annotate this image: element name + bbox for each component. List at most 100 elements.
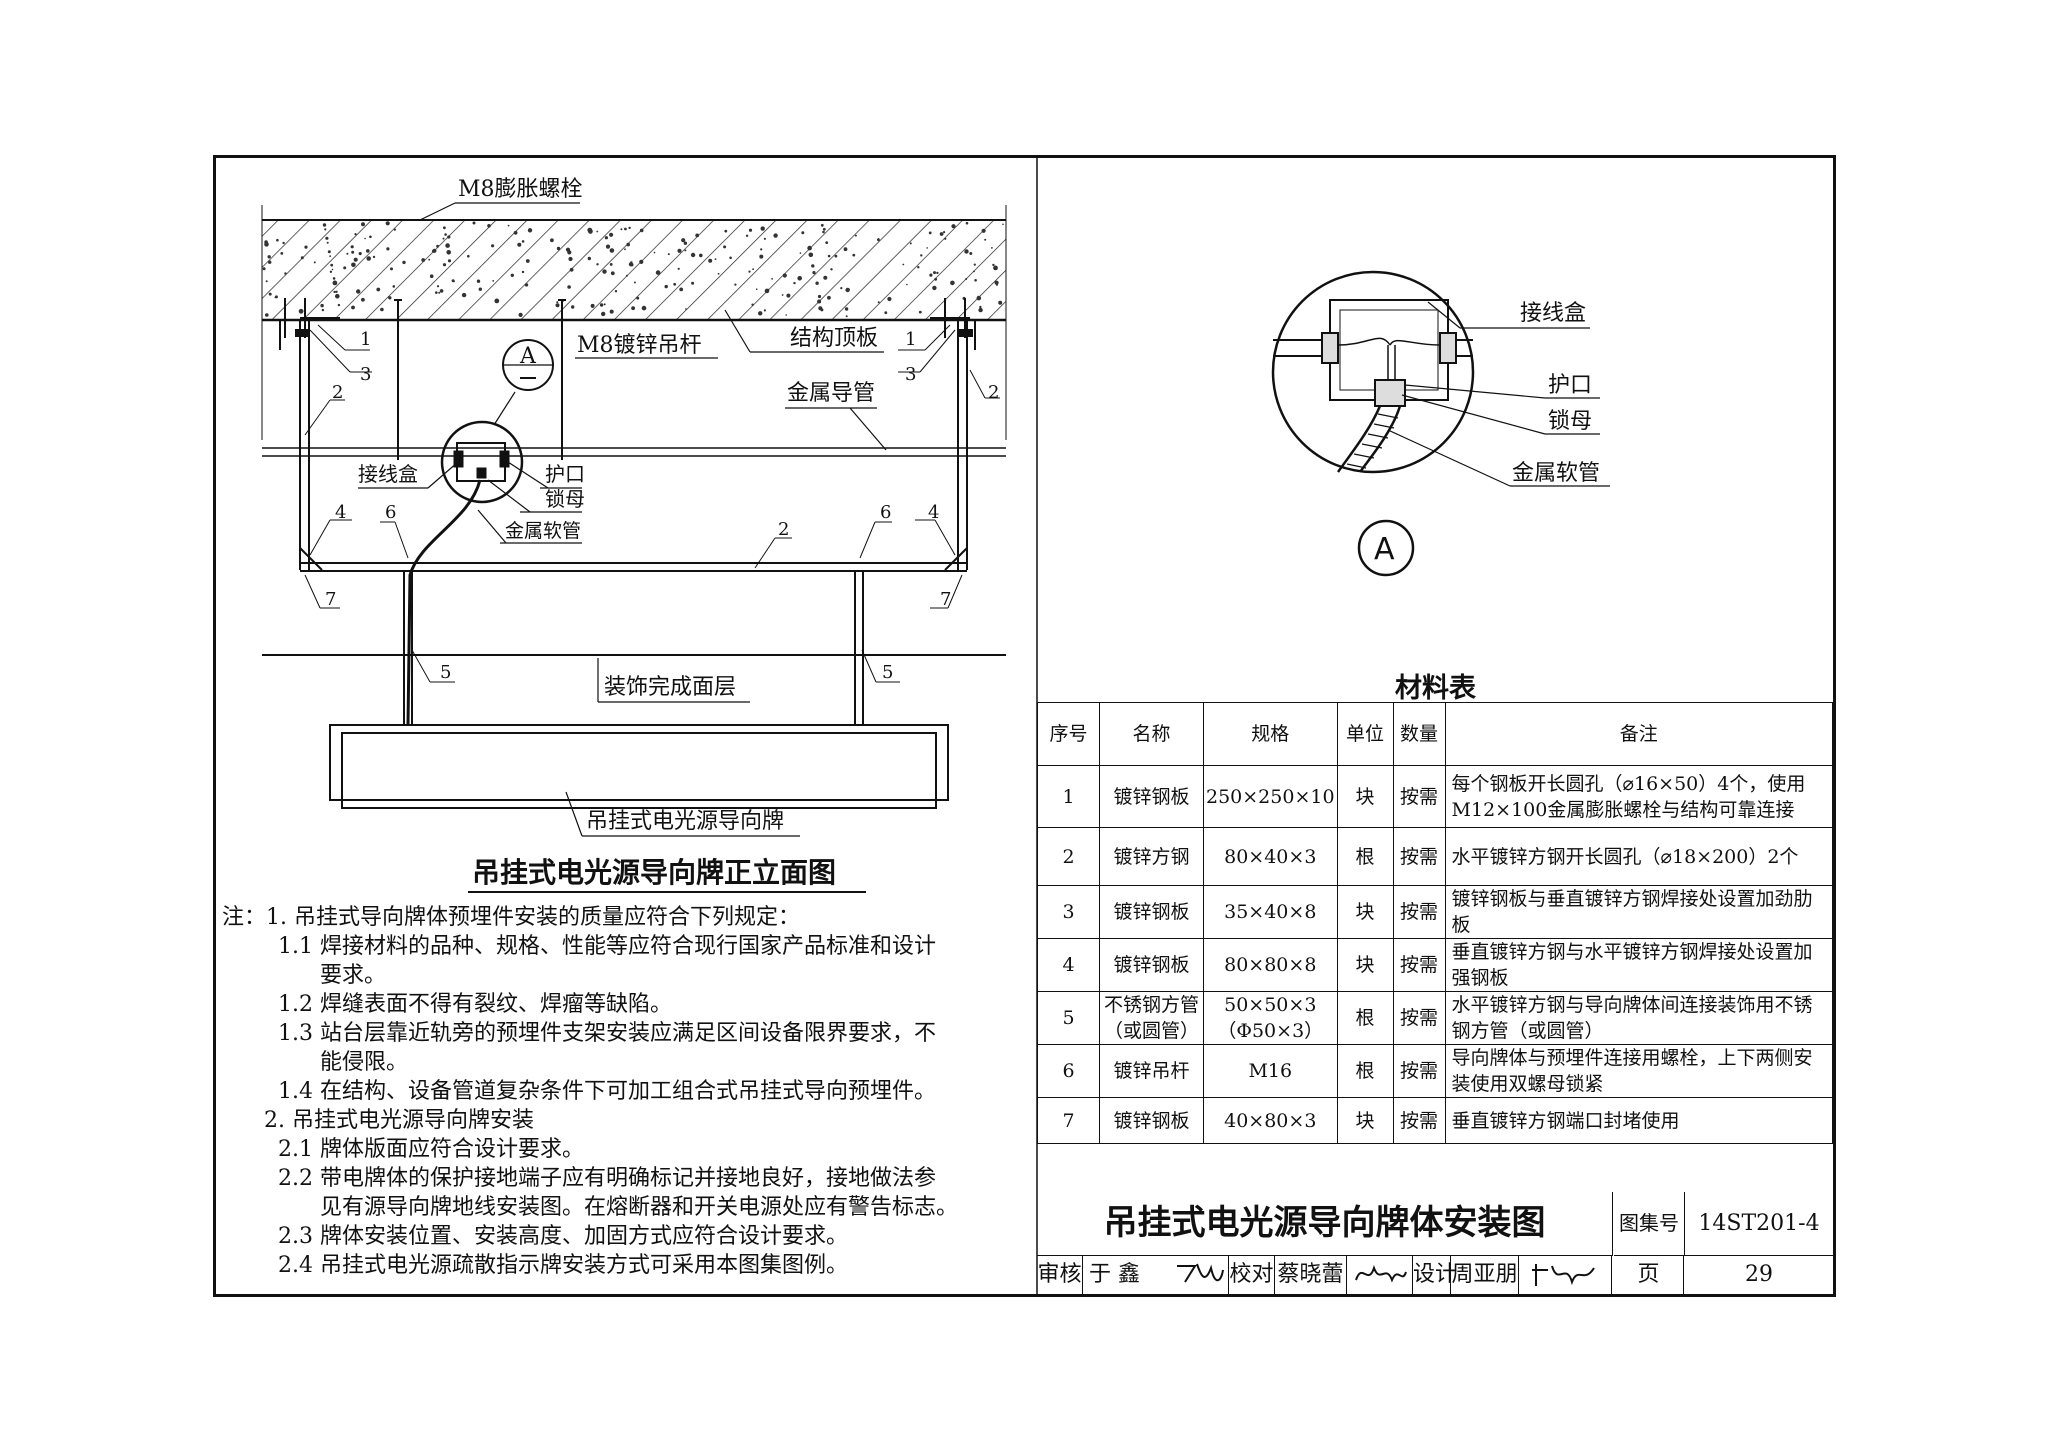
cell-spec: 35×40×8: [1203, 885, 1338, 939]
cell-no: 1: [1037, 765, 1100, 828]
note-line: 要求。: [320, 963, 387, 988]
detail-a-bubble: A: [1357, 519, 1415, 577]
cell-note: 垂直镀锌方钢端口封堵使用: [1444, 1097, 1834, 1144]
front-view-title: 吊挂式电光源导向牌正立面图: [468, 856, 866, 893]
label-grom: 护口: [1548, 373, 1592, 398]
note-line: 2. 吊挂式电光源导向牌安装: [264, 1108, 534, 1133]
design-signature-mark: [1532, 1264, 1595, 1286]
note-line: 2.2 带电牌体的保护接地端子应有明确标记并接地良好，接地做法参: [278, 1166, 936, 1191]
check-signature: [1347, 1256, 1413, 1294]
check-signature-mark: [1354, 1265, 1407, 1283]
cell-qty: 按需: [1392, 1044, 1446, 1098]
cell-no: 6: [1037, 1044, 1100, 1098]
label-flex: 金属软管: [505, 520, 581, 542]
cell-no: 5: [1037, 991, 1100, 1045]
review-signature: [1169, 1256, 1229, 1294]
cell-spec: 80×40×3: [1203, 827, 1338, 886]
cell-note: 水平镀锌方钢与导向牌体间连接装饰用不锈钢方管（或圆管）: [1444, 991, 1834, 1045]
cell-qty: 按需: [1392, 827, 1446, 886]
note-line: 2.4 吊挂式电光源疏散指示牌安装方式可采用本图集图例。: [278, 1253, 848, 1278]
callout-4-right: 4: [928, 502, 939, 523]
title-block: 吊挂式电光源导向牌体安装图 图集号 14ST201-4 审核 于 鑫 校对 蔡晓…: [1037, 1192, 1833, 1294]
note-line: 能侵限。: [320, 1050, 409, 1075]
atlas-number: 14ST201-4: [1685, 1192, 1833, 1256]
label-rod: M8镀锌吊杆: [577, 333, 702, 358]
note-line: 1.2 焊缝表面不得有裂纹、焊瘤等缺陷。: [278, 992, 672, 1017]
note-line: 1.3 站台层靠近轨旁的预埋件支架安装应满足区间设备限界要求，不: [278, 1021, 936, 1046]
cell-name: 镀锌吊杆: [1099, 1044, 1204, 1098]
callout-6-right: 6: [880, 502, 891, 523]
label-lock: 锁母: [545, 487, 585, 511]
table-header-row: 序号 名称 规格 单位 数量 备注: [1037, 702, 1834, 766]
materials-title: 材料表: [1395, 673, 1476, 704]
col-header-spec: 规格: [1203, 702, 1338, 766]
hanger-rods: [394, 299, 566, 460]
col-header-note: 备注: [1444, 702, 1834, 766]
label-flex: 金属软管: [1512, 461, 1600, 486]
cell-spec: 40×80×3: [1203, 1097, 1338, 1144]
callout-1-right: 1: [905, 329, 916, 350]
stainless-tubes: [403, 571, 864, 725]
label-sign: 吊挂式电光源导向牌: [586, 809, 784, 834]
cell-spec: 50×50×3（Φ50×3）: [1203, 991, 1338, 1045]
review-label: 审核: [1037, 1256, 1083, 1294]
cell-unit: 块: [1336, 765, 1394, 828]
callout-3-left: 3: [360, 364, 371, 385]
front-view-labels: M8镀锌吊杆 结构顶板 金属导管 接线盒 护口 锁母 金属软管: [358, 309, 887, 544]
col-header-no: 序号: [1037, 702, 1100, 766]
callout-2-center: 2: [778, 519, 789, 540]
cell-note: 垂直镀锌方钢与水平镀锌方钢焊接处设置加强钢板: [1444, 938, 1834, 992]
cell-unit: 根: [1336, 991, 1394, 1045]
callout-5-left: 5: [440, 662, 451, 683]
signature-row: 审核 于 鑫 校对 蔡晓蕾 设计 周亚朋 页 29: [1037, 1256, 1833, 1294]
vertical-steel-posts: [299, 320, 968, 570]
callout-7-right: 7: [940, 589, 951, 610]
drawing-title: 吊挂式电光源导向牌体安装图: [1037, 1192, 1613, 1256]
drawing-frame: [213, 155, 1836, 1297]
cell-note: 导向牌体与预埋件连接用螺栓，上下两侧安装使用双螺母锁紧: [1444, 1044, 1834, 1098]
cell-spec: 250×250×10: [1203, 765, 1338, 828]
note-line: 2.3 牌体安装位置、安装高度、加固方式应符合设计要求。: [278, 1224, 848, 1249]
review-name: 于 鑫: [1089, 1262, 1140, 1287]
guide-sign-box: 吊挂式电光源导向牌: [329, 724, 949, 837]
page-label: 页: [1614, 1256, 1684, 1294]
design-name: 周亚朋: [1451, 1256, 1519, 1294]
label-dref: A: [519, 344, 537, 369]
callout-2-right: 2: [988, 382, 999, 403]
structural-slab: [261, 205, 1007, 440]
cell-no: 3: [1037, 885, 1100, 939]
cell-unit: 根: [1336, 1044, 1394, 1098]
metal-conduit: [262, 447, 1006, 457]
cell-spec: 80×80×8: [1203, 938, 1338, 992]
cell-no: 2: [1037, 827, 1100, 886]
label-bolt: M8膨胀螺栓: [458, 177, 583, 202]
cell-name: 不锈钢方管（或圆管）: [1099, 991, 1204, 1045]
note-line: 2.1 牌体版面应符合设计要求。: [278, 1137, 584, 1162]
cell-qty: 按需: [1392, 885, 1446, 939]
cell-name: 镀锌钢板: [1099, 1097, 1204, 1144]
cell-note: 水平镀锌方钢开长圆孔（⌀18×200）2个: [1444, 827, 1834, 886]
horizontal-steel-beam: [299, 547, 968, 572]
cell-qty: 按需: [1392, 991, 1446, 1045]
detail-a-labels: 接线盒 护口 锁母 金属软管: [1387, 301, 1610, 487]
col-header-name: 名称: [1099, 702, 1204, 766]
label-fvtitle: 吊挂式电光源导向牌正立面图: [472, 856, 836, 889]
callout-7-left: 7: [325, 589, 336, 610]
design-signature: [1519, 1256, 1612, 1294]
note-line: 注：1. 吊挂式导向牌体预埋件安装的质量应符合下列规定：: [222, 905, 800, 930]
label-finish: 装饰完成面层: [604, 675, 736, 700]
cell-note: 每个钢板开长圆孔（⌀16×50）4个，使用M12×100金属膨胀螺栓与结构可靠连…: [1444, 765, 1834, 828]
expansion-bolt-label: M8膨胀螺栓: [419, 177, 583, 221]
callout-numbers: 1 3 2 1 3 2 4 4 6 6 2 7 7 5: [304, 324, 1000, 683]
note-line: 1.1 焊接材料的品种、规格、性能等应符合现行国家产品标准和设计: [278, 934, 936, 959]
callout-1-left: 1: [360, 329, 371, 350]
cell-qty: 按需: [1392, 938, 1446, 992]
review-signature-mark: [1176, 1263, 1224, 1283]
finish-layer: 装饰完成面层: [262, 654, 1006, 703]
callout-6-left: 6: [385, 502, 396, 523]
